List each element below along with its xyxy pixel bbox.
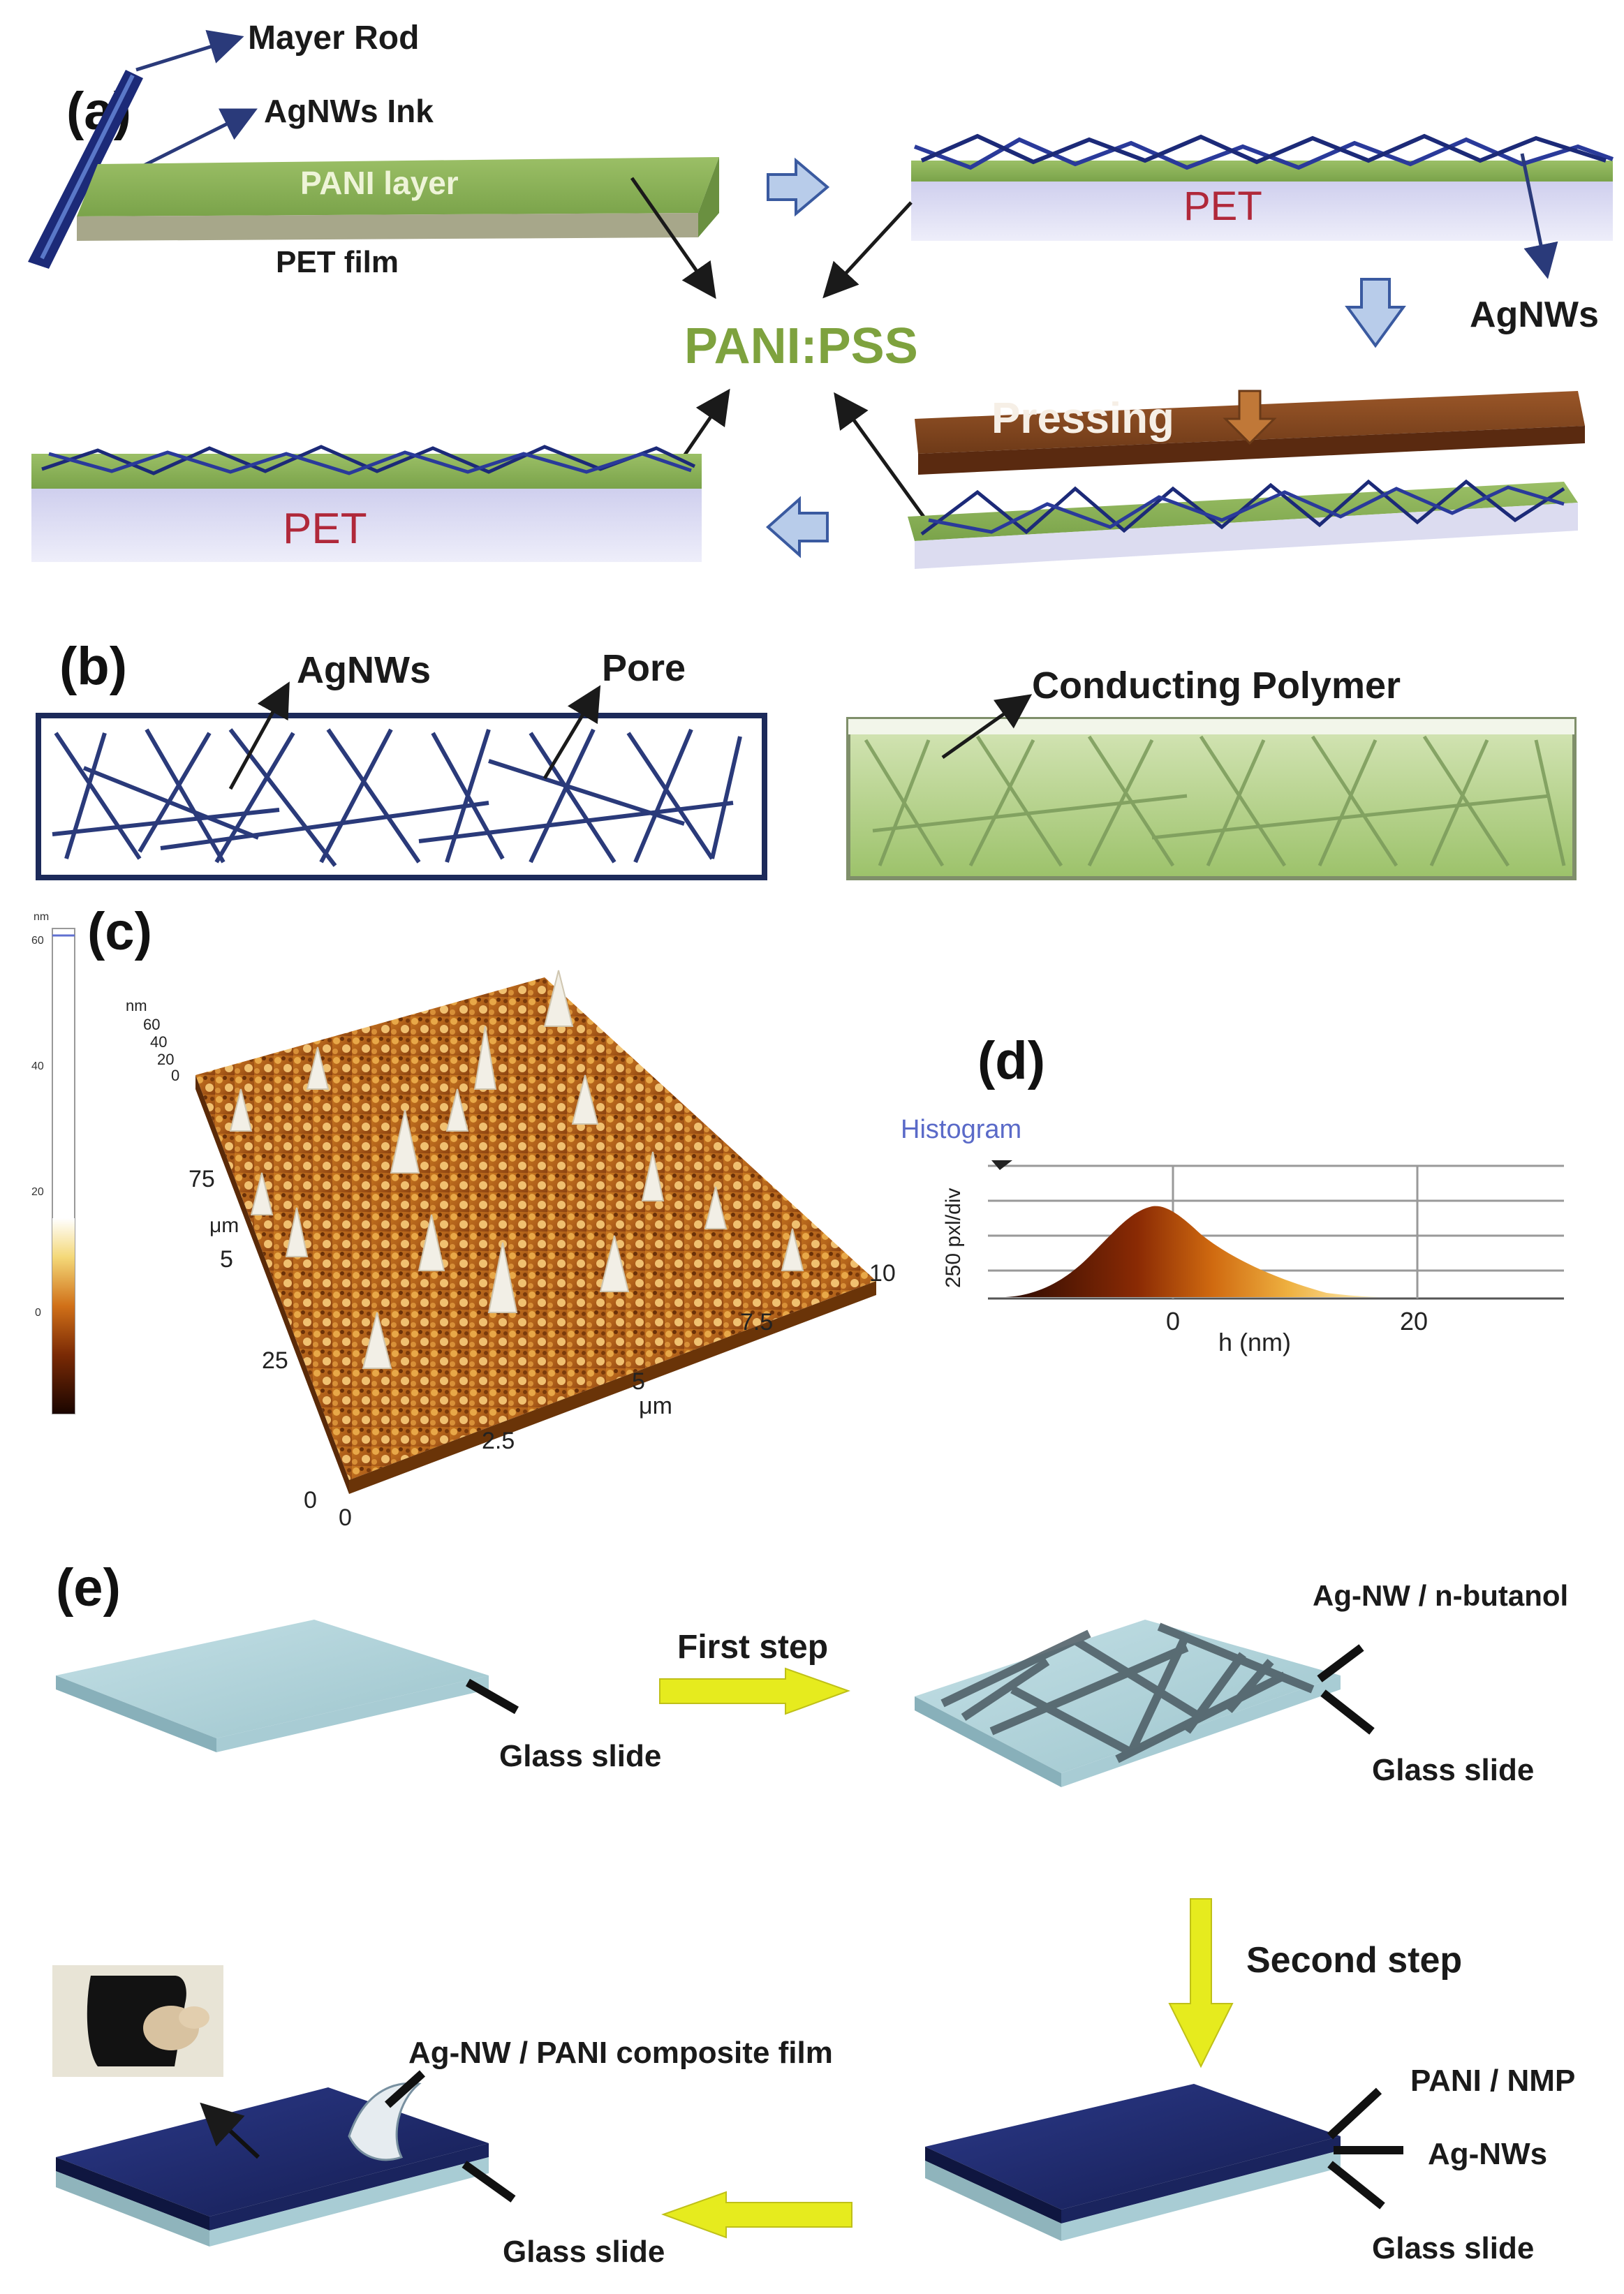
process-arrow-down: [1345, 278, 1406, 348]
conducting-polymer-label: Conducting Polymer: [1032, 665, 1401, 706]
glass-slide-agnw: [915, 1620, 1341, 1787]
agnws-b-pointer: [228, 681, 290, 790]
first-step-arrow: [659, 1667, 850, 1715]
panel-b-label: (b): [59, 637, 127, 696]
panel-c: (c) nm 60 40 20 0: [31, 902, 896, 1531]
colorbar-tick-40: 40: [31, 1060, 44, 1072]
process-arrow-left: [765, 496, 829, 558]
pani-layer-label: PANI layer: [300, 165, 459, 201]
colorbar-tick-0: 0: [35, 1307, 41, 1319]
y-tick-75: 75: [189, 1166, 215, 1192]
y-tick-25: 25: [262, 1347, 288, 1374]
colorbar-tick-60: 60: [31, 935, 44, 947]
polymer-pointer: [941, 694, 1033, 760]
glass-slide-1-pointer: [466, 1678, 519, 1715]
histogram-xtick-20: 20: [1400, 1307, 1428, 1335]
z-tick-60: 60: [143, 1016, 160, 1033]
photo-pointer: [200, 2102, 260, 2159]
pointer-pani-4: [834, 392, 931, 525]
y-tick-5: 5: [220, 1246, 233, 1273]
histogram-xtick-0: 0: [1166, 1307, 1180, 1335]
pet-with-agnws: [911, 133, 1614, 241]
final-pet-film: [31, 445, 702, 562]
x-tick-5: 5: [632, 1368, 645, 1395]
pani-coated-slide: [925, 2084, 1341, 2241]
afm-surface: [195, 970, 876, 1494]
pore-pointer: [542, 685, 601, 780]
pointer-pani-1: [630, 177, 716, 299]
pani-pss-label: PANI:PSS: [684, 318, 918, 374]
pore-label: Pore: [602, 647, 686, 689]
agnws-pointer: [1520, 153, 1558, 279]
panel-e-label: (e): [56, 1558, 121, 1618]
histogram-xlabel: h (nm): [1218, 1328, 1291, 1356]
glass-slide-4-pointer: [1327, 2161, 1385, 2210]
z-axis-unit: nm: [126, 997, 147, 1014]
second-step-arrow: [1168, 1898, 1234, 2069]
third-step-arrow: [661, 2191, 852, 2239]
y-tick-0: 0: [304, 1487, 317, 1514]
x-tick-0: 0: [339, 1504, 352, 1531]
x-axis-unit: μm: [639, 1393, 672, 1419]
x-tick-2-5: 2.5: [482, 1428, 515, 1454]
histogram-title: Histogram: [901, 1115, 1021, 1144]
glass-slide-3-pointer: [462, 2161, 516, 2203]
second-step-label: Second step: [1246, 1940, 1462, 1981]
panel-a: (a) Mayer Rod AgNWs Ink PANI layer PET f…: [28, 20, 1614, 569]
y-axis-unit: μm: [209, 1214, 239, 1237]
z-tick-20: 20: [157, 1051, 174, 1068]
x-tick-7-5: 7.5: [740, 1309, 773, 1335]
panel-d-label: (d): [977, 1031, 1045, 1090]
pet-bottom-label: PET: [283, 505, 367, 553]
colorbar: [52, 928, 75, 1414]
pani-pet-slab: [77, 157, 719, 241]
conducting-polymer-box: [846, 717, 1577, 880]
panel-e: (e) Glass slide First step: [52, 1558, 1575, 2269]
glass-slide-1-label: Glass slide: [499, 1739, 661, 1773]
histogram-ylabel: 250 pxl/div: [942, 1188, 965, 1288]
agnw-butanol-label: Ag-NW / n-butanol: [1313, 1579, 1568, 1612]
flexible-film-photo: [52, 1965, 223, 2077]
glass-slide-3-label: Glass slide: [503, 2235, 665, 2269]
pet-top-label: PET: [1183, 184, 1262, 229]
process-arrow-right: [767, 157, 830, 217]
colorbar-unit: nm: [34, 911, 49, 923]
ag-nws-label: Ag-NWs: [1428, 2137, 1547, 2171]
mayer-rod-icon: [28, 70, 143, 269]
glass-slide-4-label: Glass slide: [1372, 2231, 1534, 2265]
panel-c-label: (c): [87, 902, 152, 961]
agnw-network-box: [36, 713, 767, 880]
pressing-plate: [915, 390, 1585, 475]
agnws-ink-label: AgNWs Ink: [264, 93, 434, 129]
pet-film-label: PET film: [276, 245, 399, 279]
peeled-film-slide: [56, 2082, 489, 2247]
colorbar-tick-20: 20: [31, 1186, 44, 1198]
agnws-b-label: AgNWs: [297, 649, 431, 691]
pointer-pani-3: [679, 388, 730, 462]
x-tick-10: 10: [869, 1260, 896, 1287]
pani-nmp-pointer: [1327, 2087, 1382, 2140]
mayer-rod-label: Mayer Rod: [248, 20, 419, 57]
pani-nmp-label: PANI / NMP: [1410, 2064, 1575, 2098]
pointer-pani-2: [822, 201, 913, 299]
agnw-butanol-pointer: [1317, 1644, 1364, 1682]
z-tick-0: 0: [171, 1067, 179, 1084]
z-tick-40: 40: [150, 1033, 167, 1051]
composite-film-label: Ag-NW / PANI composite film: [408, 2036, 833, 2070]
composite-pointer: [384, 2070, 426, 2108]
glass-slide-1: [56, 1620, 489, 1752]
mayer-rod-pointer: [135, 29, 244, 72]
agnws-label: AgNWs: [1470, 295, 1599, 335]
glass-slide-2-pointer: [1320, 1689, 1375, 1735]
histogram-distribution: [1005, 1206, 1382, 1297]
first-step-label: First step: [677, 1629, 828, 1666]
pressed-film: [908, 479, 1578, 569]
glass-slide-2-label: Glass slide: [1372, 1753, 1534, 1787]
panel-d: (d) Histogram 250 pxl/div 0 20 h (nm): [901, 1031, 1564, 1356]
panel-b: (b): [36, 637, 1577, 880]
pressing-label: Pressing: [991, 394, 1174, 443]
